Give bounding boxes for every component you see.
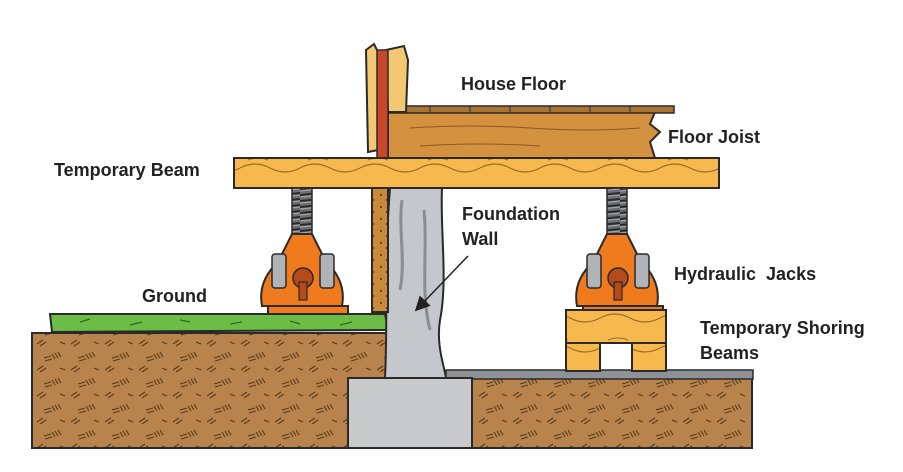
wall-stud bbox=[384, 44, 410, 113]
floor-board-seams bbox=[429, 106, 631, 113]
foundation-wall-shading bbox=[398, 199, 432, 331]
floor-joist bbox=[387, 111, 662, 159]
label-foundation-wall-1: Foundation bbox=[462, 204, 560, 224]
temporary-beam-body bbox=[233, 157, 720, 189]
shoring-cribbing bbox=[565, 309, 667, 372]
grass-texture bbox=[79, 318, 353, 326]
hydraulic-jack-left bbox=[260, 187, 349, 315]
joist-grain bbox=[409, 125, 641, 147]
ground-grass bbox=[48, 313, 390, 334]
label-shoring-1: Temporary Shoring bbox=[700, 318, 865, 338]
label-temporary-beam: Temporary Beam bbox=[54, 160, 200, 180]
label-hydraulic-jacks: Hydraulic Jacks bbox=[674, 264, 816, 284]
soil-right bbox=[469, 377, 753, 449]
wall-post bbox=[371, 187, 389, 313]
label-foundation-wall-2: Wall bbox=[462, 229, 498, 249]
foundation-wall bbox=[383, 187, 448, 379]
label-house-floor: House Floor bbox=[461, 74, 566, 94]
sill-plate bbox=[376, 49, 389, 159]
house-floor-boards bbox=[387, 105, 675, 114]
hydraulic-jack-right bbox=[575, 187, 664, 315]
footing bbox=[347, 377, 473, 449]
label-shoring-2: Beams bbox=[700, 343, 759, 363]
foundation-wall-arrow bbox=[414, 255, 469, 312]
label-floor-joist: Floor Joist bbox=[668, 127, 760, 147]
soil-left bbox=[31, 332, 393, 449]
label-ground: Ground bbox=[142, 286, 207, 306]
